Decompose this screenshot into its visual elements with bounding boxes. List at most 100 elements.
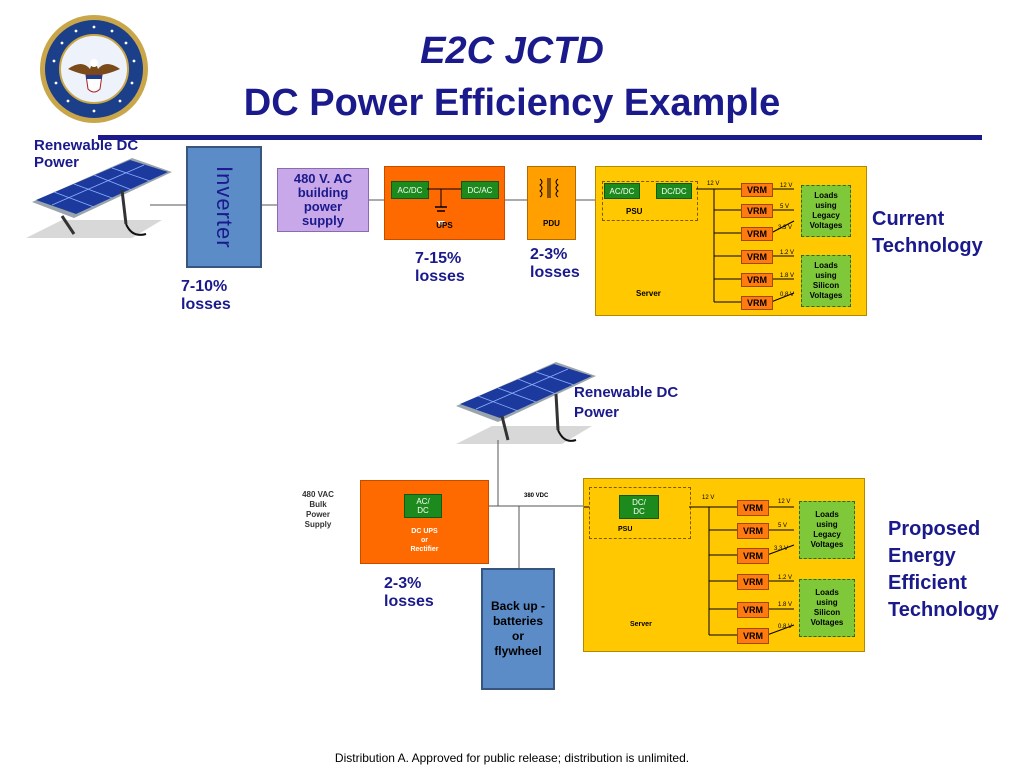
ac-building-power-supply: 480 V. AC building power supply [277,168,369,232]
tech-label-line: Technology [872,235,983,257]
voltage-label: 1.8 V [780,273,795,279]
load-text: Voltages [809,291,843,300]
transformer-icon [539,178,559,198]
pdu-label: PDU [543,218,560,228]
title-rule [98,135,982,140]
dc-bus-voltage: 380 VDC [524,493,549,499]
rectifier-label-line: DC UPS [411,528,438,535]
load-text: Legacy [812,211,840,220]
vrm-box: VRM [737,523,769,539]
ups-acdc: AC/DC [391,181,429,199]
current-server-box: AC/DC DC/DC PSU 12 V Server VRM VRM VRM … [595,166,867,316]
backup-line: or [511,629,524,643]
load-text: using [815,201,837,210]
current-technology-label: Current Technology [872,206,983,260]
inverter-label: Inverter [212,165,237,249]
ups-label: UPS [436,220,453,230]
ups-dcac: DC/AC [461,181,499,199]
vrm-box: VRM [741,296,773,310]
solar-label-line: Power [574,404,620,421]
inverter-losses: 7-10% losses [181,278,231,314]
tech-label-line: Energy [888,545,956,567]
vrm-box: VRM [741,227,773,241]
voltage-label: 12 V [778,499,791,505]
load-text: Loads [815,588,839,597]
solar-panel-icon [26,158,172,238]
inverter-losses-value: 7-10% [181,278,228,295]
vrm-box: VRM [737,500,769,516]
load-text: Voltages [810,618,844,627]
pdu-losses-word: losses [530,264,580,281]
proposed-psu-label: PSU [618,526,633,533]
ac-supply-line: building [297,185,349,200]
current-psu-acdc: AC/DC [604,183,640,199]
load-text: using [816,520,838,529]
voltage-label: 3.3 V [778,225,793,231]
vrm-box: VRM [741,273,773,287]
load-text: using [815,271,837,280]
proposed-bus-voltage: 12 V [702,495,715,501]
vrm-box: VRM [741,250,773,264]
dcdc-line: DC [633,507,645,516]
voltage-label: 1.8 V [778,602,793,608]
load-text: Silicon [812,281,840,290]
voltage-label: 1.2 V [780,250,795,256]
load-text: using [816,598,838,607]
inverter-losses-word: losses [181,296,231,313]
battery-icon [427,188,461,226]
silicon-loads-box: Loads using Silicon Voltages [799,579,855,637]
vrm-box: VRM [737,628,769,644]
current-solar-label: Renewable DC Power [34,137,139,171]
backup-line: batteries [492,614,543,628]
proposed-psu-dcdc: DC/ DC [619,495,659,519]
tech-label-line: Technology [888,599,999,621]
proposed-server-box: DC/ DC PSU 12 V Server VRM VRM VRM VRM V… [583,478,865,652]
legacy-loads-box: Loads using Legacy Voltages [799,501,855,559]
proposed-psu-outline [589,487,691,539]
vrm-box: VRM [741,204,773,218]
dod-seal-icon [40,15,148,123]
current-bus-voltage: 12 V [707,181,720,187]
ups-box: AC/DC DC/AC UPS [384,166,505,240]
voltage-label: 1.2 V [778,575,793,581]
acdc-line: DC [417,506,429,515]
bulk-supply-line: 480 VAC [302,490,334,499]
backup-line: Back up - [490,599,545,613]
rectifier-label-line: Rectifier [410,546,439,553]
solar-label-line: Renewable DC [574,384,679,401]
ac-supply-line: supply [302,213,344,228]
proposed-technology-label: Proposed Energy Efficient Technology [888,516,999,624]
rectifier-losses-value: 2-3% [384,575,422,592]
current-psu-dcdc: DC/DC [656,183,692,199]
rectifier-label-line: or [420,537,428,544]
vrm-box: VRM [737,548,769,564]
pdu-losses: 2-3% losses [530,246,580,282]
load-text: Loads [815,510,839,519]
ac-supply-line: 480 V. AC [293,171,353,186]
bulk-power-supply-label: 480 VAC Bulk Power Supply [290,490,346,530]
proposed-server-wiring [584,506,795,636]
vrm-box: VRM [737,602,769,618]
solar-panel-icon [456,362,596,444]
tech-label-line: Efficient [888,572,967,594]
proposed-server-label: Server [630,621,652,628]
dc-ups-rectifier-box: AC/ DC DC UPS or Rectifier [360,480,489,564]
rectifier-losses-word: losses [384,593,434,610]
tech-label-line: Proposed [888,518,981,540]
voltage-label: 5 V [780,204,790,210]
load-text: Voltages [810,540,844,549]
bulk-supply-line: Bulk [309,500,327,509]
pdu-losses-value: 2-3% [530,246,568,263]
voltage-label: 5 V [778,523,788,529]
rectifier-losses: 2-3% losses [384,575,434,611]
load-text: Legacy [813,530,841,539]
legacy-loads-box: Loads using Legacy Voltages [801,185,851,237]
voltage-label: 12 V [780,183,793,189]
backup-line: flywheel [494,644,542,658]
distribution-footer: Distribution A. Approved for public rele… [334,751,690,765]
proposed-solar-label: Renewable DC Power [574,383,678,423]
current-psu-label: PSU [626,207,643,216]
inverter-box: Inverter [186,146,262,268]
